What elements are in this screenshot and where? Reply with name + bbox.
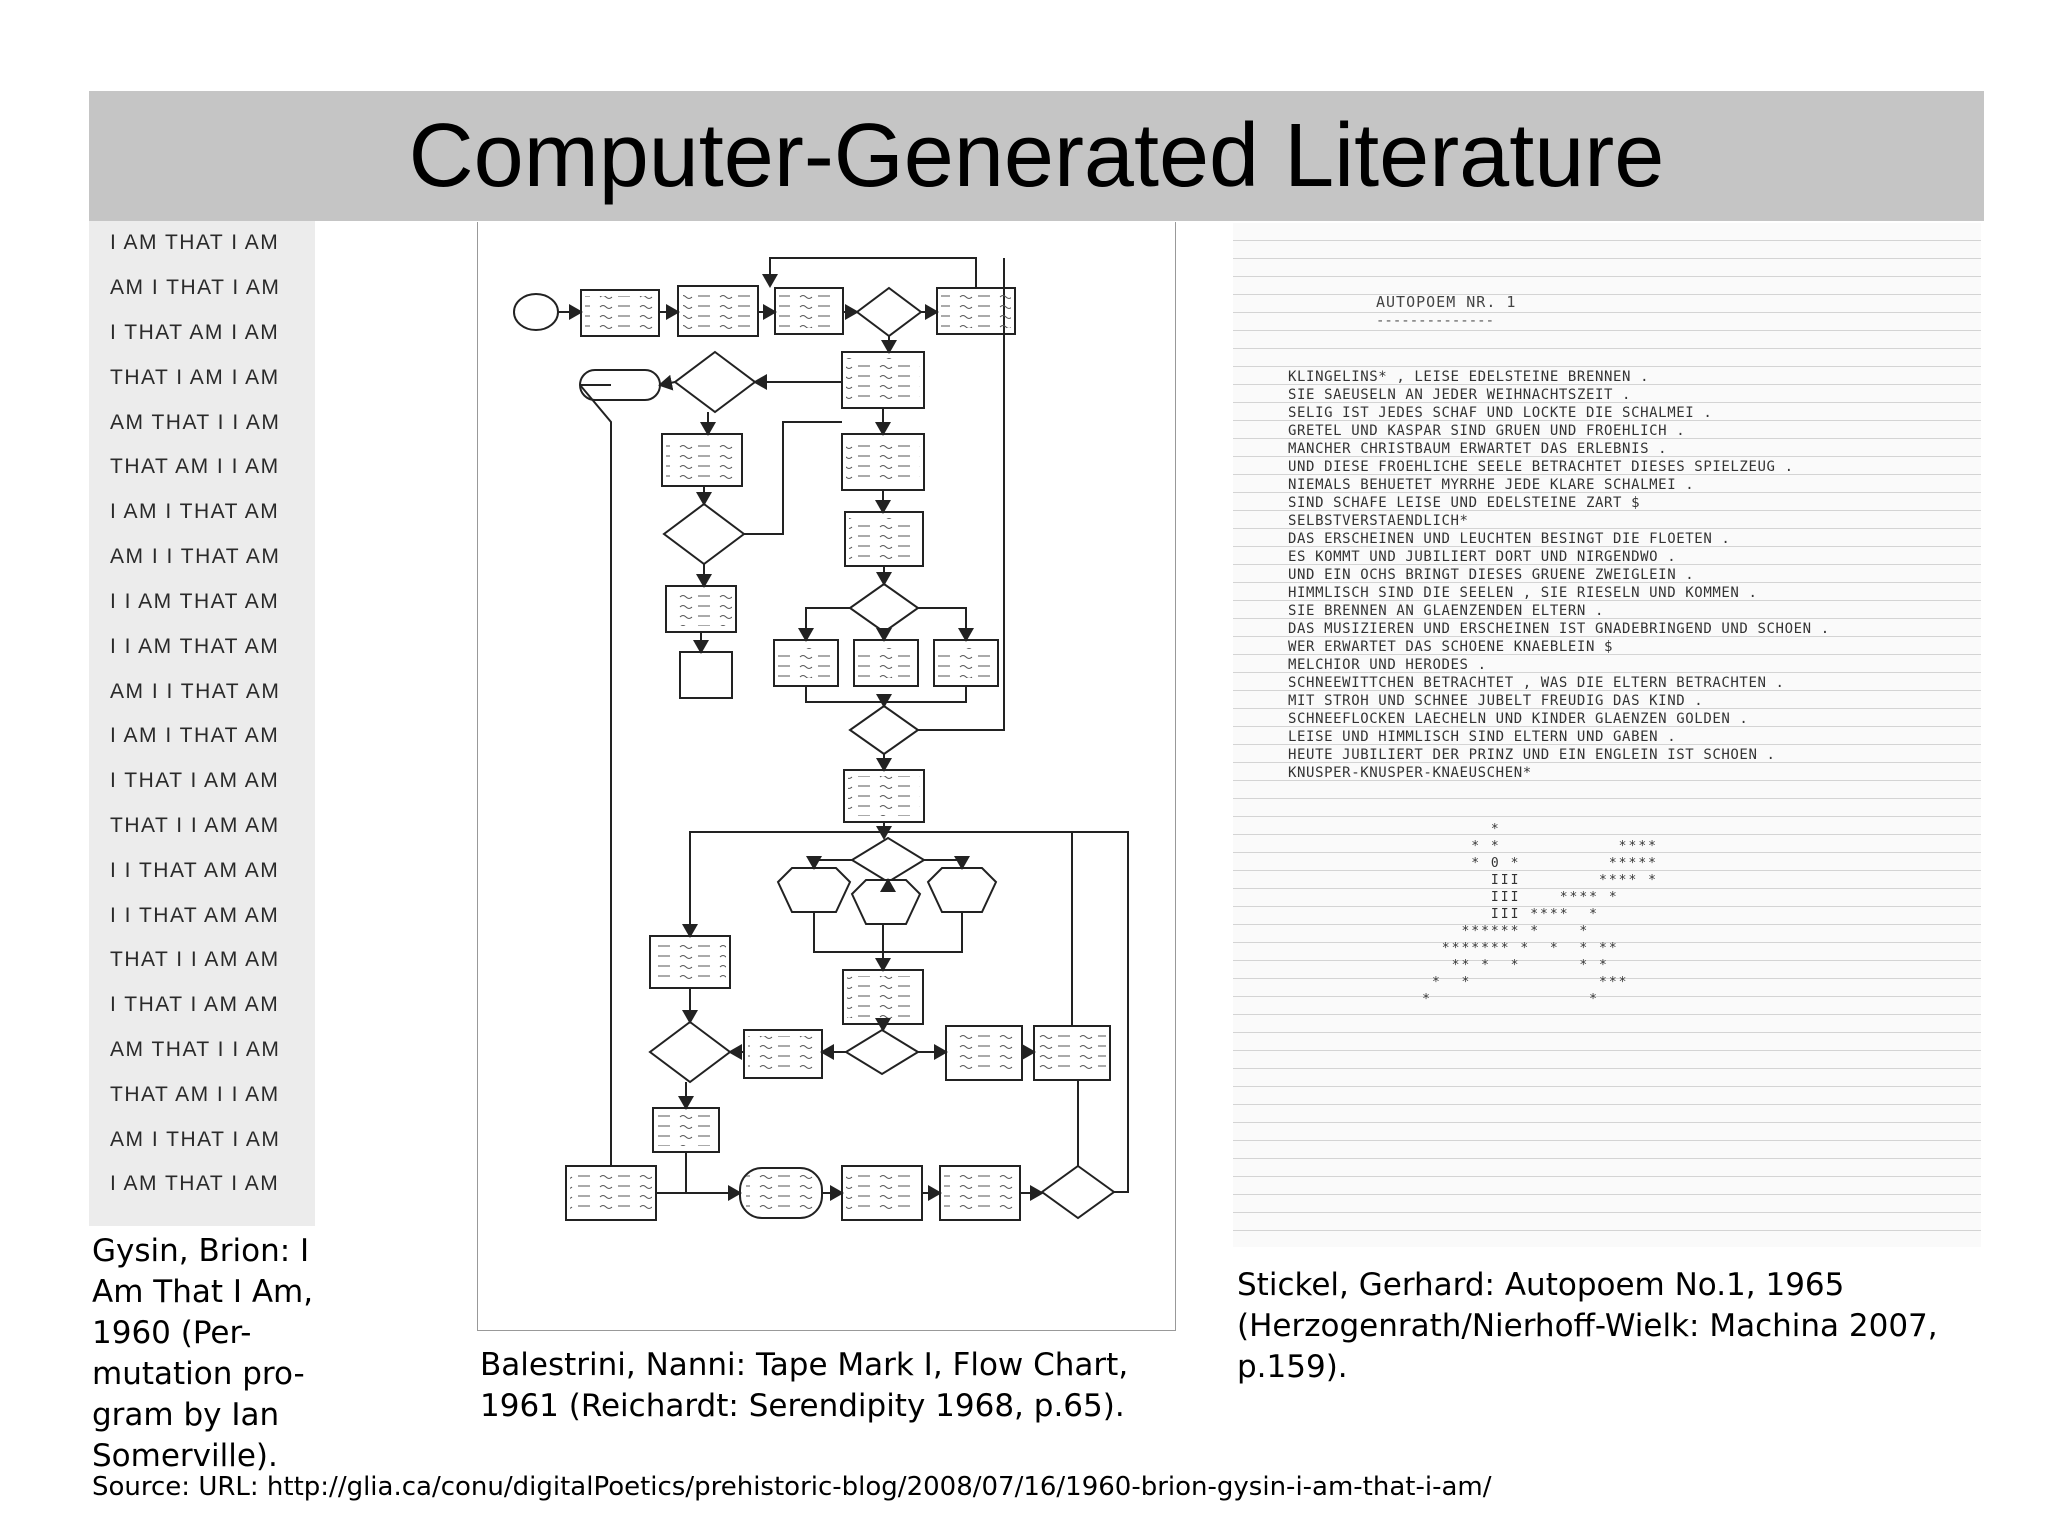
autopoem-line: LEISE UND HIMMLISCH SIND ELTERN UND GABE… <box>1288 729 1677 745</box>
autopoem-heading-underline: -------------- <box>1376 313 1495 329</box>
gysin-line: I AM I THAT AM <box>110 724 280 747</box>
gysin-caption: Gysin, Brion: I Am That I Am, 1960 (Per-… <box>92 1233 314 1474</box>
gysin-line: THAT I AM I AM <box>110 366 280 389</box>
autopoem-line: SCHNEEWITTCHEN BETRACHTET , WAS DIE ELTE… <box>1288 675 1785 691</box>
gysin-line: AM I I THAT AM <box>110 680 281 703</box>
gysin-line: I I AM THAT AM <box>110 635 280 658</box>
autopoem-line: SELBSTVERSTAENDLICH* <box>1288 513 1469 529</box>
autopoem-line: KNUSPER-KNUSPER-KNAEUSCHEN* <box>1288 765 1532 781</box>
slide-title: Computer-Generated Literature <box>408 105 1665 206</box>
autopoem-line: GRETEL UND KASPAR SIND GRUEN UND FROEHLI… <box>1288 423 1686 439</box>
stickel-caption: Stickel, Gerhard: Autopoem No.1, 1965 (H… <box>1237 1267 1938 1385</box>
autopoem-line: UND DIESE FROEHLICHE SEELE BETRACHTET DI… <box>1288 459 1794 475</box>
autopoem-line: UND EIN OCHS BRINGT DIESES GRUENE ZWEIGL… <box>1288 567 1695 583</box>
autopoem-ascii-art: * * * **** * 0 * ***** III **** * III **… <box>1422 822 1658 1007</box>
gysin-line: AM THAT I I AM <box>110 1038 281 1061</box>
gysin-line: I AM I THAT AM <box>110 500 280 523</box>
gysin-line: I THAT AM I AM <box>110 321 280 344</box>
autopoem-line: DAS MUSIZIEREN UND ERSCHEINEN IST GNADEB… <box>1288 621 1830 637</box>
gysin-permutation-panel: I AM THAT I AM AM I THAT I AM I THAT AM … <box>89 221 315 1226</box>
gysin-line: THAT I I AM AM <box>110 814 280 837</box>
autopoem-line: NIEMALS BEHUETET MYRRHE JEDE KLARE SCHAL… <box>1288 477 1695 493</box>
gysin-line: AM THAT I I AM <box>110 411 281 434</box>
autopoem-line: MANCHER CHRISTBAUM ERWARTET DAS ERLEBNIS… <box>1288 441 1668 457</box>
gysin-line: I I THAT AM AM <box>110 859 280 882</box>
gysin-line: AM I THAT I AM <box>110 276 281 299</box>
gysin-line: THAT I I AM AM <box>110 948 280 971</box>
balestrini-caption: Balestrini, Nanni: Tape Mark I, Flow Cha… <box>480 1347 1129 1424</box>
autopoem-line: SELIG IST JEDES SCHAF UND LOCKTE DIE SCH… <box>1288 405 1713 421</box>
tape-mark-flowchart <box>477 222 1176 1331</box>
autopoem-heading: AUTOPOEM NR. 1 <box>1376 293 1517 311</box>
autopoem-line: SCHNEEFLOCKEN LAECHELN UND KINDER GLAENZ… <box>1288 711 1749 727</box>
flow-start-terminal <box>513 293 559 331</box>
autopoem-line: SIE BRENNEN AN GLAENZENDEN ELTERN . <box>1288 603 1605 619</box>
autopoem-line: HIMMLISCH SIND DIE SEELEN , SIE RIESELN … <box>1288 585 1758 601</box>
autopoem-line: DAS ERSCHEINEN UND LEUCHTEN BESINGT DIE … <box>1288 531 1731 547</box>
gysin-line: I THAT I AM AM <box>110 993 280 1016</box>
autopoem-line: WER ERWARTET DAS SCHOENE KNAEBLEIN $ <box>1288 639 1614 655</box>
source-url: Source: URL: http://glia.ca/conu/digital… <box>92 1472 1492 1502</box>
gysin-line: I AM THAT I AM <box>110 231 280 254</box>
gysin-line: I I AM THAT AM <box>110 590 280 613</box>
autopoem-line: SIND SCHAFE LEISE UND EDELSTEINE ZART $ <box>1288 495 1641 511</box>
gysin-line: THAT AM I I AM <box>110 1083 280 1106</box>
gysin-line: I I THAT AM AM <box>110 904 280 927</box>
flowchart-drawing <box>513 257 1129 1221</box>
gysin-line: THAT AM I I AM <box>110 455 280 478</box>
autopoem-line: ES KOMMT UND JUBILIERT DORT UND NIRGENDW… <box>1288 549 1677 565</box>
autopoem-printout: AUTOPOEM NR. 1 -------------- KLINGELINS… <box>1233 223 1981 1247</box>
title-bar: Computer-Generated Literature <box>89 91 1984 221</box>
gysin-line: AM I I THAT AM <box>110 545 281 568</box>
gysin-line: AM I THAT I AM <box>110 1128 281 1151</box>
autopoem-line: SIE SAEUSELN AN JEDER WEIHNACHTSZEIT . <box>1288 387 1632 403</box>
autopoem-line: MIT STROH UND SCHNEE JUBELT FREUDIG DAS … <box>1288 693 1704 709</box>
autopoem-line: MELCHIOR UND HERODES . <box>1288 657 1487 673</box>
gysin-line: I THAT I AM AM <box>110 769 280 792</box>
gysin-line: I AM THAT I AM <box>110 1172 280 1195</box>
autopoem-line: HEUTE JUBILIERT DER PRINZ UND EIN ENGLEI… <box>1288 747 1776 763</box>
autopoem-line: KLINGELINS* , LEISE EDELSTEINE BRENNEN . <box>1288 369 1650 385</box>
